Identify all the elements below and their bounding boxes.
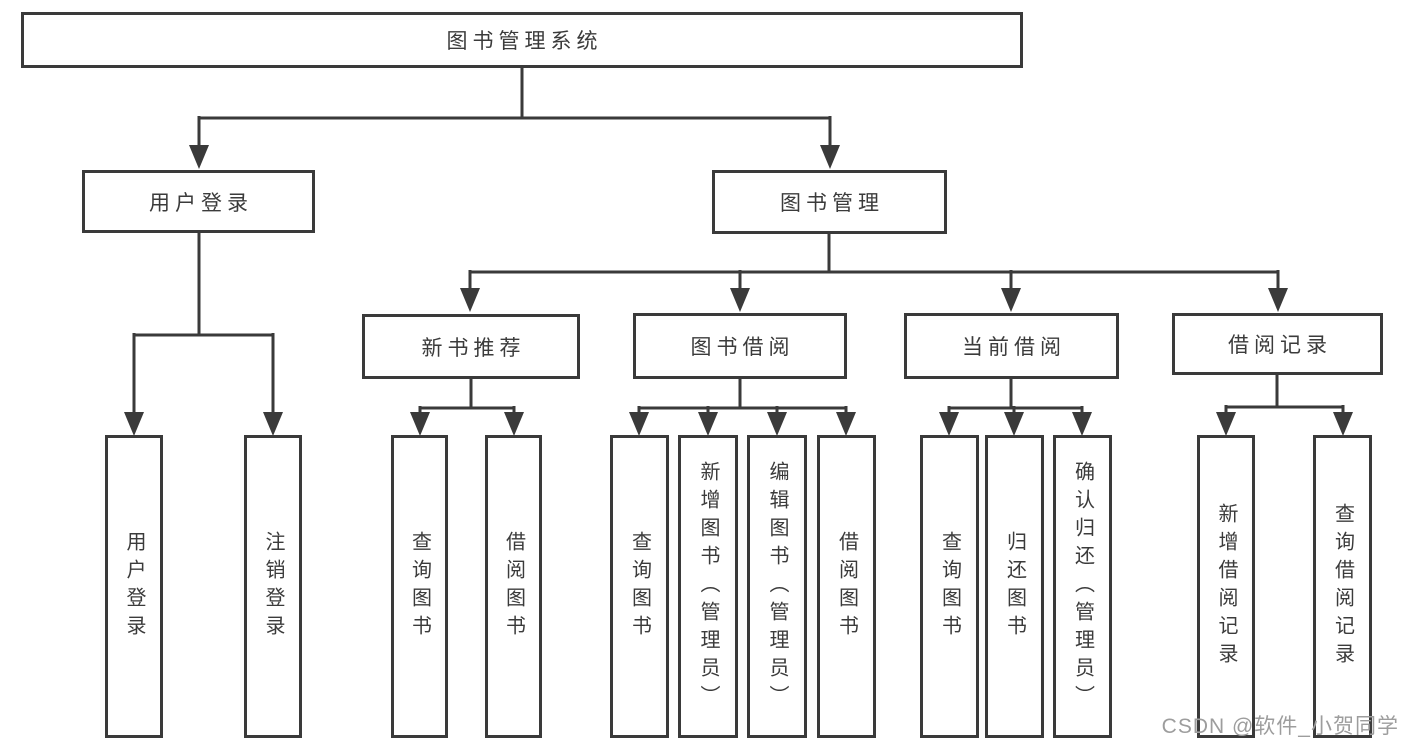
connector-root: [189, 68, 840, 169]
leaf-borrow-books: 借阅图书: [817, 435, 876, 738]
leaf-recommend-query-books: 查询图书: [391, 435, 448, 738]
leaf-confirm-return-admin: 确认归还（管理员）: [1053, 435, 1112, 738]
node-borrowing-records: 借阅记录: [1172, 313, 1383, 375]
connector-current-borrowing: [939, 379, 1092, 436]
connector-book-borrowing: [629, 379, 856, 436]
leaf-return-books: 归还图书: [985, 435, 1044, 738]
leaf-add-borrow-record: 新增借阅记录: [1197, 435, 1255, 738]
node-current-borrowing: 当前借阅: [904, 313, 1119, 379]
node-new-book-recommendation: 新书推荐: [362, 314, 580, 379]
node-book-management: 图书管理: [712, 170, 947, 234]
node-book-borrowing: 图书借阅: [633, 313, 847, 379]
leaf-borrowing-query-books: 查询图书: [610, 435, 669, 738]
leaf-add-books-admin: 新增图书（管理员）: [678, 435, 738, 738]
connector-user-login: [124, 233, 283, 436]
leaf-user-login: 用户登录: [105, 435, 163, 738]
node-user-login: 用户登录: [82, 170, 315, 233]
csdn-watermark: CSDN @软件_小贺同学: [1161, 715, 1399, 738]
leaf-logout: 注销登录: [244, 435, 302, 738]
leaf-current-query-books: 查询图书: [920, 435, 979, 738]
leaf-query-borrow-record: 查询借阅记录: [1313, 435, 1372, 738]
node-root: 图书管理系统: [21, 12, 1023, 68]
leaf-edit-books-admin: 编辑图书（管理员）: [747, 435, 807, 738]
leaf-recommend-borrow-books: 借阅图书: [485, 435, 542, 738]
connector-new-book-recommendation: [410, 379, 524, 436]
connector-book-management: [460, 234, 1288, 312]
connector-borrowing-records: [1216, 375, 1353, 436]
